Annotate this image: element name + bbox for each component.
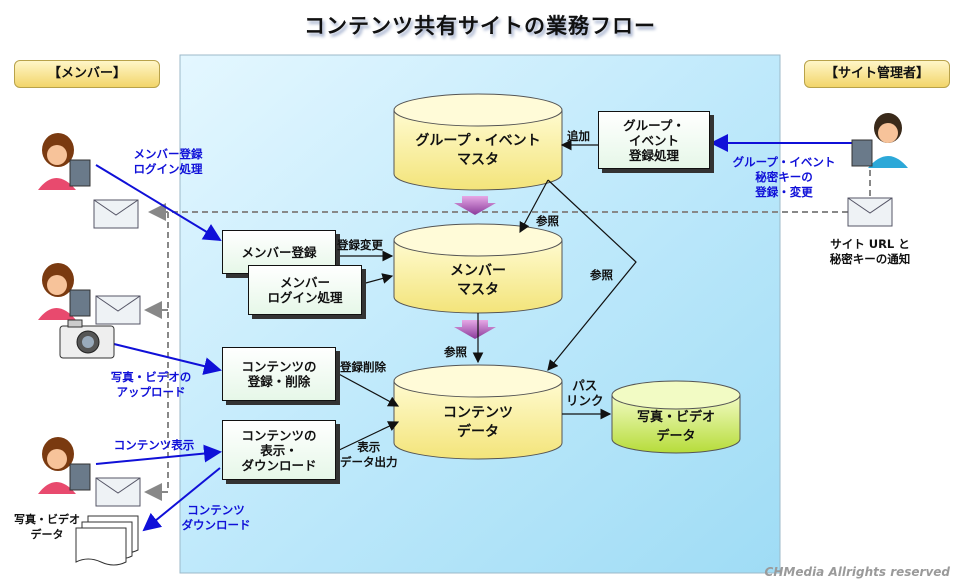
label-ref-1: 参照 (536, 214, 559, 228)
label-add: 追加 (567, 129, 590, 143)
db-member-label: メンバー マスタ (450, 263, 506, 298)
label-reg-change: 登録変更 (337, 238, 383, 252)
mail-icon-2 (95, 295, 141, 325)
copyright: CHMedia Allrights reserved (764, 565, 950, 579)
role-admin: 【サイト管理者】 (804, 60, 950, 88)
process-group-event-registration: グループ・ イベント 登録処理 (598, 111, 710, 169)
label-admin-notify: サイト URL と 秘密キーの通知 (829, 237, 911, 266)
label-photo-upload: 写真・ビデオの アップロード (110, 370, 192, 399)
process-content-registration: コンテンツの 登録・削除 (222, 347, 336, 401)
label-member-reg-login: メンバー登録 ログイン処理 (133, 147, 203, 176)
transfer-arrow-2 (454, 320, 496, 339)
label-path-link: パス リンク (566, 378, 604, 408)
transfer-arrow-1 (454, 196, 496, 215)
mail-icon-1 (93, 199, 139, 229)
label-admin-group-key: グループ・イベント 秘密キーの 登録・変更 (732, 155, 836, 199)
db-group-event-label: グループ・イベント マスタ (415, 133, 541, 168)
mail-icon-3 (95, 477, 141, 507)
admin-user-icon (851, 113, 908, 168)
notification-lines (144, 170, 871, 501)
member-user-icon-1 (38, 133, 91, 190)
mail-icon-admin (847, 197, 893, 227)
camera-icon (59, 319, 115, 359)
label-content-display: コンテンツ表示 (113, 438, 195, 452)
page-title: コンテンツ共有サイトの業務フロー (304, 14, 656, 38)
db-media (611, 380, 741, 454)
document-stack-icon (75, 515, 139, 566)
user-flows (95, 134, 852, 532)
member-user-icon-2 (38, 263, 91, 320)
label-content-download: コンテンツ ダウンロード (181, 503, 251, 532)
label-paper-data: 写真・ビデオ データ (14, 513, 80, 541)
label-reg-delete: 登録削除 (340, 360, 386, 374)
member-user-icon-3 (38, 437, 91, 494)
db-media-label: 写真・ビデオ データ (636, 410, 715, 444)
process-content-view-download: コンテンツの 表示・ ダウンロード (222, 420, 336, 480)
label-ref-3: 参照 (444, 345, 467, 359)
data-flows (334, 139, 637, 453)
db-group-event (393, 93, 563, 191)
label-display-output: 表示 データ出力 (340, 440, 398, 469)
db-content (393, 364, 563, 460)
role-member: 【メンバー】 (14, 60, 160, 88)
label-ref-2: 参照 (590, 268, 613, 282)
process-member-login: メンバー ログイン処理 (248, 265, 362, 315)
db-content-label: コンテンツ データ (443, 405, 513, 440)
